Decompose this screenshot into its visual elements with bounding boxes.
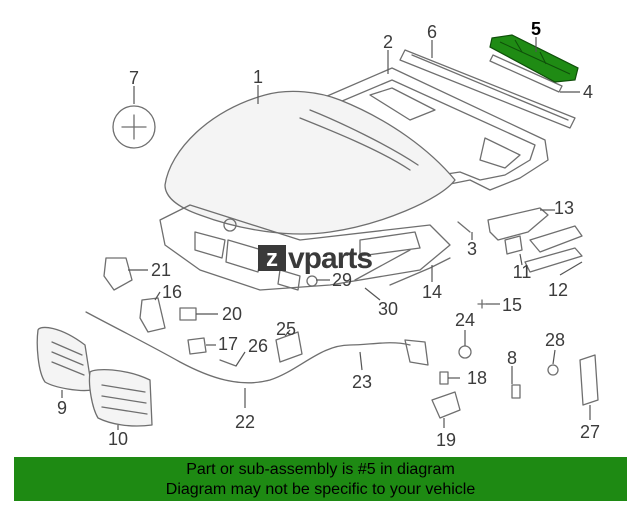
callout-10: 10 [108,429,128,449]
callout-13: 13 [554,198,574,218]
callout-25: 25 [276,319,296,339]
callout-27: 27 [580,422,600,442]
callout-1: 1 [253,67,263,87]
part-24-grommet[interactable] [458,345,472,359]
part-26-clip[interactable] [219,359,237,367]
part-12-hinge[interactable] [524,247,583,273]
part-9-grille-left[interactable] [36,326,93,392]
part-29-clip[interactable] [306,275,318,287]
part-19-bracket[interactable] [431,391,461,419]
callout-11: 11 [513,262,532,282]
part-14-strut[interactable] [389,257,451,286]
part-10-grille-right[interactable] [88,368,153,427]
part-16-latch[interactable] [139,297,166,333]
leader-lines [61,37,591,430]
part-1-hood[interactable] [164,90,456,235]
callout-5-highlighted: 5 [531,19,541,39]
part-15-screw[interactable] [477,299,487,309]
part-8-bolt[interactable] [511,384,521,399]
callout-15: 15 [502,295,522,315]
callout-2: 2 [383,32,393,52]
part-7-emblem[interactable] [112,105,156,149]
part-20-bracket[interactable] [179,307,197,321]
callout-14: 14 [422,282,442,302]
part-23-cable-end[interactable] [404,339,429,366]
part-13-hinge[interactable] [487,207,583,253]
callout-29: 29 [332,270,352,290]
callout-18: 18 [467,368,487,388]
callout-28: 28 [545,330,565,350]
part-6-weatherstrip[interactable] [399,49,576,129]
svg-text:vparts: vparts [288,242,372,275]
part-4-seal[interactable] [489,54,563,93]
info-banner: Part or sub-assembly is #5 in diagram Di… [14,457,627,501]
callout-17: 17 [218,334,238,354]
callout-8: 8 [507,348,517,368]
callout-24: 24 [455,310,475,330]
part-11-hinge[interactable] [504,235,523,255]
svg-text:z: z [266,245,278,272]
part-28-clip[interactable] [547,364,559,376]
callout-26: 26 [248,336,268,356]
callout-3: 3 [467,239,477,259]
callout-7: 7 [129,68,139,88]
part-22-cable[interactable] [85,311,411,384]
callout-19: 19 [436,430,456,450]
part-27-guide[interactable] [579,354,599,406]
banner-line-2: Diagram may not be specific to your vehi… [165,481,476,498]
callout-4: 4 [583,82,593,102]
callout-6: 6 [427,22,437,42]
callout-9: 9 [57,398,67,418]
part-5-seal-highlighted[interactable] [489,34,579,83]
part-25-bracket[interactable] [275,331,303,363]
callout-labels: 1 2 6 5 4 7 3 13 11 12 14 30 29 21 16 20… [57,19,600,450]
banner-line-1: Part or sub-assembly is #5 in diagram [186,461,455,478]
callout-12: 12 [548,280,568,300]
part-17-bracket[interactable] [187,337,207,355]
callout-22: 22 [235,412,255,432]
part-30-rod[interactable] [354,249,411,281]
part-18-clip[interactable] [439,371,449,385]
part-3-rod[interactable] [457,221,471,233]
front-panel-assembly [159,204,451,291]
watermark-logo: z vparts [258,242,373,275]
callout-30: 30 [378,299,398,319]
callout-16: 16 [162,282,182,302]
callout-23: 23 [352,372,372,392]
callout-20: 20 [222,304,242,324]
part-21-lock[interactable] [103,257,133,291]
callout-21: 21 [151,260,171,280]
parts-diagram: 1 2 6 5 4 7 3 13 11 12 14 30 29 21 16 20… [36,19,600,450]
